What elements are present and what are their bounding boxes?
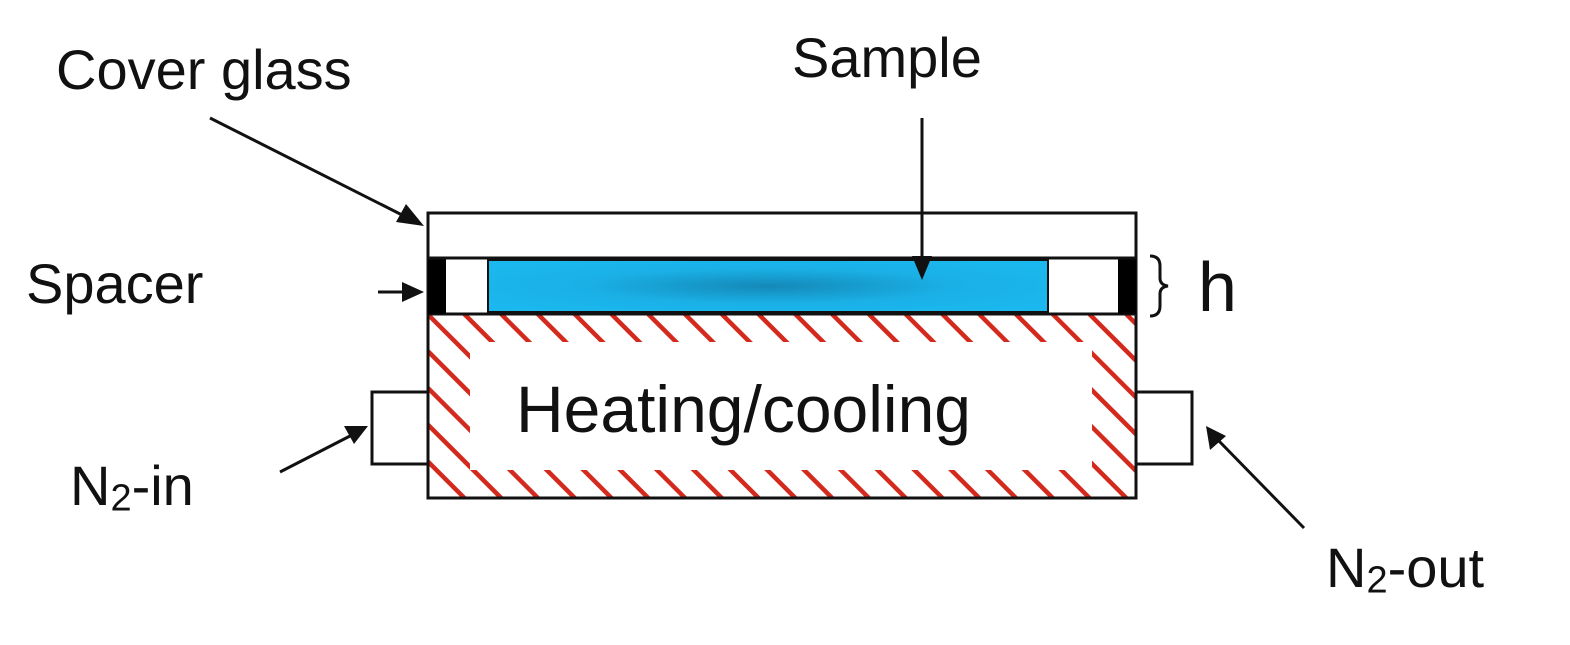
n2-out-base: N (1326, 536, 1367, 599)
h-brace-icon (1149, 254, 1169, 318)
sample-arrow-icon (912, 118, 932, 280)
cover-glass-label: Cover glass (56, 38, 352, 101)
n2-in-arrow-icon (279, 426, 368, 474)
n2-in-base: N (70, 454, 111, 517)
n2-in-subscript: 2 (110, 477, 132, 520)
spacer-label: Spacer (26, 252, 204, 315)
spacer-arrow-icon (378, 282, 424, 302)
heating-cooling-block (426, 312, 1138, 500)
spacer-block-right (1118, 258, 1136, 314)
n2-in-suffix: -in (131, 454, 194, 517)
cover-glass-layer (426, 211, 1138, 260)
n2-out-port (1134, 390, 1194, 466)
spacer-block-left (428, 258, 446, 314)
n2-in-port (370, 390, 430, 466)
n2-out-label: N2-out (1326, 540, 1484, 600)
n2-out-arrow-icon (1206, 426, 1306, 530)
n2-out-subscript: 2 (1366, 559, 1388, 602)
callout-arrows (209, 116, 1306, 530)
heating-cooling-label: Heating/cooling (516, 372, 971, 446)
sample-layer (487, 259, 1049, 313)
cover-glass-arrow-icon (209, 116, 424, 226)
sample-label: Sample (792, 26, 982, 89)
n2-out-suffix: -out (1387, 536, 1485, 599)
n2-in-label: N2-in (70, 458, 194, 518)
h-label: h (1198, 248, 1237, 326)
